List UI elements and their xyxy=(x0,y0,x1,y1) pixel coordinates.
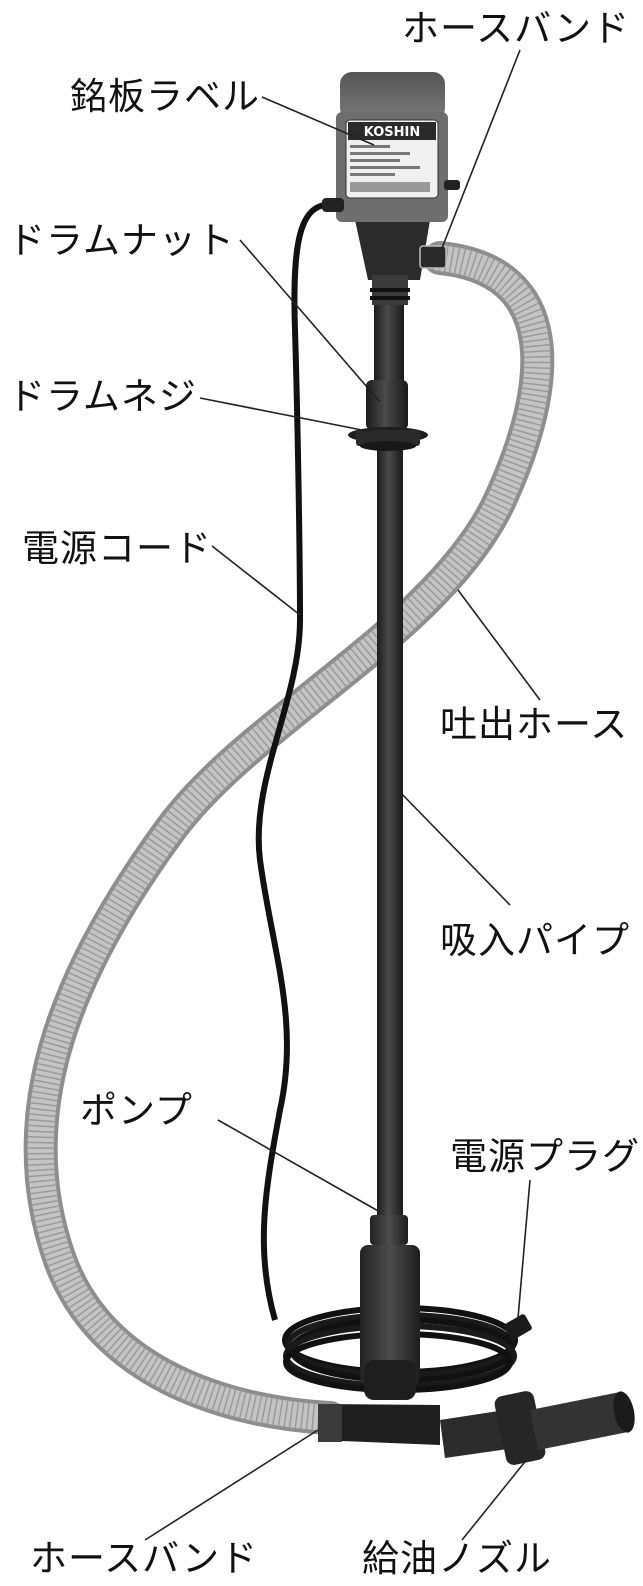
label-refueling-nozzle: 給油ノズル xyxy=(362,1537,552,1580)
leader-power-cord xyxy=(211,545,301,616)
leader-discharge-hose xyxy=(457,589,541,701)
pump-body xyxy=(360,1215,420,1400)
leader-drum-screw xyxy=(199,397,373,433)
leader-suction-pipe xyxy=(397,789,511,906)
drum-screw xyxy=(348,427,428,451)
label-discharge-hose: 吐出ホース xyxy=(440,703,629,746)
label-drum-nut: ドラムナット xyxy=(8,219,235,262)
refueling-nozzle xyxy=(318,1391,635,1465)
leader-drum-nut xyxy=(239,239,381,403)
suction-pipe xyxy=(374,300,404,1220)
label-nameplate: 銘板ラベル xyxy=(70,75,260,118)
leader-refueling-nozzle xyxy=(461,1457,529,1541)
label-power-cord: 電源コード xyxy=(22,527,212,570)
discharge-hose xyxy=(23,241,555,1435)
leader-hose-band-bottom xyxy=(144,1429,319,1541)
pump-neck xyxy=(355,220,430,305)
leader-pump xyxy=(217,1119,381,1213)
leader-lines xyxy=(144,49,541,1541)
label-drum-screw: ドラムネジ xyxy=(8,375,197,418)
hose-band-top xyxy=(419,245,447,269)
leader-nameplate xyxy=(261,96,375,146)
label-suction-pipe: 吸入パイプ xyxy=(440,919,630,962)
label-hose-band-bottom: ホースバンド xyxy=(30,1537,258,1580)
label-hose-band-top: ホースバンド xyxy=(402,7,630,50)
drum-nut xyxy=(366,380,408,430)
label-power-plug: 電源プラグ xyxy=(450,1135,640,1178)
nameplate-brand: KOSHIN xyxy=(364,125,421,140)
leader-hose-band-top xyxy=(441,49,521,249)
label-pump: ポンプ xyxy=(80,1089,193,1132)
leader-power-plug xyxy=(517,1179,531,1319)
motor-housing xyxy=(322,72,460,222)
